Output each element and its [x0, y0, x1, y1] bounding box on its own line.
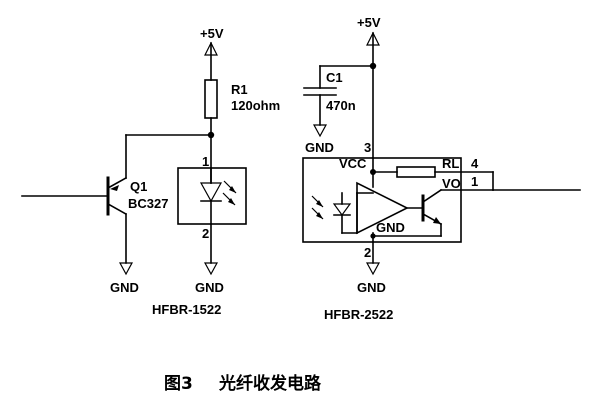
- r1-value: 120ohm: [231, 98, 280, 113]
- rx-pin4: 4: [471, 156, 479, 171]
- r1-name: R1: [231, 82, 248, 97]
- gnd-label-q1: GND: [110, 280, 139, 295]
- q1-part: BC327: [128, 196, 168, 211]
- rx-pin2: 2: [364, 245, 371, 260]
- tx-pin2: 2: [202, 226, 209, 241]
- vcc-pin-label: VCC: [339, 156, 367, 171]
- rx-part-label: HFBR-2522: [324, 307, 393, 322]
- resistor-rl: [396, 166, 436, 178]
- gnd-internal-label: GND: [376, 220, 405, 235]
- gnd-label-ic: GND: [357, 280, 386, 295]
- capacitor-c1: [303, 62, 377, 138]
- ground-symbol-q1: [118, 262, 134, 276]
- r1-to-led-wire: [125, 117, 215, 184]
- q1-name: Q1: [130, 179, 147, 194]
- vcc-arrow-left: [204, 41, 218, 81]
- vcc-arrow-right: [366, 31, 380, 159]
- rx-pin1: 1: [471, 174, 478, 189]
- ground-symbol-ic: [365, 241, 381, 276]
- rl-pin-label: RL: [442, 156, 459, 171]
- rx-pin3: 3: [364, 140, 371, 155]
- ground-symbol-led: [203, 223, 219, 276]
- c1-name: C1: [326, 70, 343, 85]
- resistor-r1: [204, 79, 218, 119]
- gnd-label-led: GND: [195, 280, 224, 295]
- figure-title: 光纤收发电路: [218, 373, 322, 394]
- vcc-label-left: +5V: [200, 26, 224, 41]
- tx-part-label: HFBR-1522: [152, 302, 221, 317]
- figure-number: 图3: [164, 374, 193, 394]
- receiver-hfbr2522: [302, 157, 494, 243]
- transistor-q1: [21, 176, 128, 264]
- c1-value: 470n: [326, 98, 356, 113]
- tx-pin1: 1: [202, 154, 209, 169]
- rx-output-wire: [492, 171, 581, 191]
- led-transmitter-hfbr1522: [177, 167, 247, 225]
- gnd-label-c1: GND: [305, 140, 334, 155]
- vcc-label-right: +5V: [357, 15, 381, 30]
- vo-pin-label: VO: [442, 176, 461, 191]
